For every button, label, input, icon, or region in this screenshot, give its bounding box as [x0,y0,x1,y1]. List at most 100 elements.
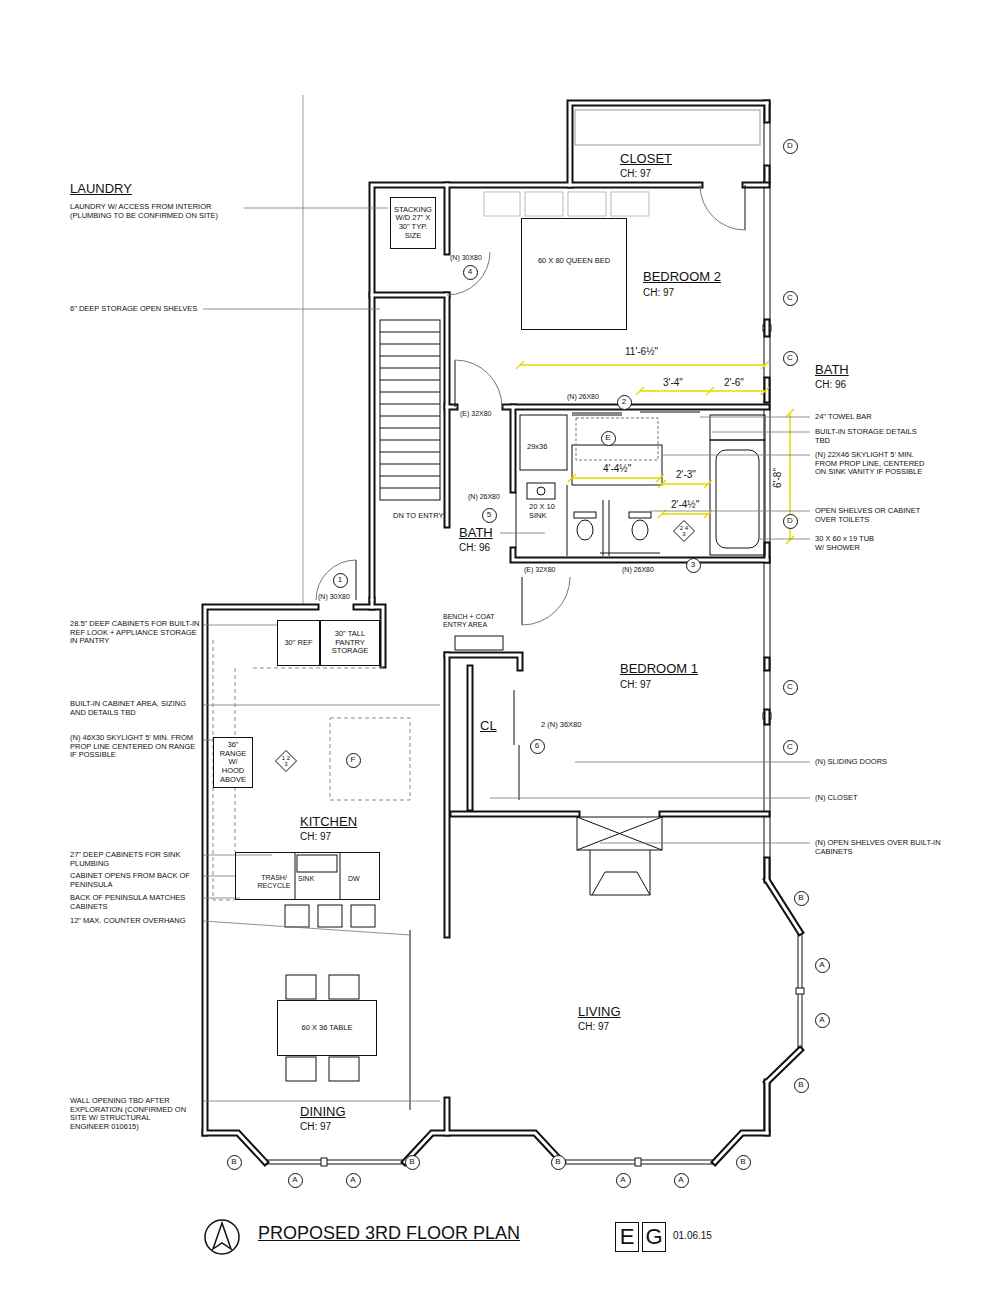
fixture-box: 30" TALL PANTRY STORAGE [320,620,380,666]
node-text: SINK [298,875,314,883]
tag-circle: F [346,753,361,768]
plan-note: OPEN SHELVES OR CABINET OVER TOILETS [815,507,935,524]
wall-outline [205,103,800,1162]
node-text: 5 [487,511,491,519]
node-text: A [292,1176,297,1184]
node-text: 1 2 3 [281,755,291,767]
node-text: B [798,1081,803,1089]
node-text: 30" TALL PANTRY STORAGE [324,630,376,656]
tag-circle: C [783,740,798,755]
tag-circle: B [794,891,809,906]
plan-note: (N) OPEN SHELVES OVER BUILT-IN CABINETS [815,839,965,856]
fixtures [205,110,765,1254]
plan-note: BUILT-IN STORAGE DETAILS TBD [815,428,925,445]
diamond-shape [674,521,695,542]
plan-note: BACK OF PENINSULA MATCHES CABINETS [70,894,200,911]
tag-circle: B [794,1078,809,1093]
node-text: C [787,294,793,302]
tag-circle: C [783,291,798,306]
node-text: 30" REF [284,639,312,648]
room-name: LIVING [578,1005,621,1020]
node-text: A [620,1176,625,1184]
node-text: B [740,1158,745,1166]
plan-note: 28.5" DEEP CABINETS FOR BUILT-IN REF LOO… [70,620,200,646]
fixture-box: 60 X 36 TABLE [277,1000,377,1056]
node-text: A [350,1176,355,1184]
plan-note: CH: 97 [300,831,331,843]
plan-note: 4'-4½" [603,463,631,475]
room-name: DINING [300,1105,346,1120]
plan-note: 2 (N) 36X80 [541,721,581,730]
plan-note: 12" MAX. COUNTER OVERHANG [70,917,190,926]
node-text: B [409,1158,414,1166]
diamond-shape [276,751,297,772]
plan-note: CH: 97 [620,168,651,180]
node-text: G [645,1226,662,1248]
plan-note: 2'-6" [724,377,744,389]
windows [265,103,804,1166]
tag-circle: B [736,1155,751,1170]
node-text: 1 [338,576,342,584]
plan-note: (N) 22X46 SKYLIGHT 5' MIN. FROM PROP LIN… [815,451,935,477]
node-text: 2 [622,398,626,406]
node-text: C [787,743,793,751]
plan-note: (E) 32X80 [460,410,492,418]
room-name: BATH [459,526,493,541]
tag-circle: E [601,431,616,446]
plan-note: (N) 30X80 [318,593,350,601]
node-text: 36" RANGE W/ HOOD ABOVE [217,741,249,784]
tag-diamond: 1 2 3 [275,750,297,772]
plan-note: 6" DEEP STORAGE OPEN SHELVES [70,305,197,314]
tag-circle: D [783,514,798,529]
room-name: KITCHEN [300,815,357,830]
tag-circle: A [346,1173,361,1188]
plan-note: 3'-4" [663,377,683,389]
tag-circle: B [227,1155,242,1170]
plan-note: 29x36 [527,443,547,452]
tag-circle: 5 [482,508,497,523]
plan-note: (N) 26X80 [622,566,654,574]
node-text: C [787,354,793,362]
plan-note: 11'-6½" [625,346,658,358]
dimension-lines [516,361,794,544]
plan-note: 01.06.15 [673,1230,712,1242]
node-text: 60 X 36 TABLE [301,1024,352,1033]
dimension-label: 6'-8" [772,468,784,488]
tag-circle: A [616,1173,631,1188]
tag-circle: 1 [333,573,348,588]
leader-lines [203,208,810,1101]
tag-circle: 2 [617,395,632,410]
node-text: C [787,683,793,691]
plan-note: (N) 26X80 [468,493,500,501]
plan-note: (E) 32X80 [524,566,556,574]
room-name: LAUNDRY [70,182,132,197]
plan-note: 2'-4½" [671,499,699,511]
plan-note: CH: 97 [620,679,651,691]
node-text: F [351,756,356,764]
tag-circle: A [815,1013,830,1028]
plan-note: DN TO ENTRY [393,512,443,521]
node-text: D [787,517,793,525]
plan-note: (N) SLIDING DOORS [815,758,887,767]
plan-note: CH: 97 [578,1021,609,1033]
plan-note: 24" TOWEL BAR [815,413,872,422]
node-text: 4 [468,268,472,276]
node-text: E [605,434,610,442]
sheet-letter-box: G [642,1222,666,1252]
node-text: TRASH/ RECYCLE [256,874,292,890]
plan-note: (N) 26X80 [567,393,599,401]
wall-fill [205,103,800,1162]
plan-note: 20 X 10 SINK [529,503,563,520]
node-text: 2 4 3 [679,525,689,537]
plan-note: 30 X 60 x 19 TUB W/ SHOWER [815,535,875,552]
property-line [303,95,304,607]
tag-circle: B [551,1155,566,1170]
plan-note: 27" DEEP CABINETS FOR SINK PLUMBING [70,851,200,868]
plan-note: BENCH + COAT ENTRY AREA [443,613,505,629]
fixture-box: STACKING W/D 27" X 30" TYP. SIZE [390,197,436,249]
fixture-box: 60 X 80 QUEEN BED [521,218,627,330]
plan-note: LAUNDRY W/ ACCESS FROM INTERIOR (PLUMBIN… [70,203,240,220]
plan-note: CH: 97 [643,287,674,299]
tag-circle: A [674,1173,689,1188]
